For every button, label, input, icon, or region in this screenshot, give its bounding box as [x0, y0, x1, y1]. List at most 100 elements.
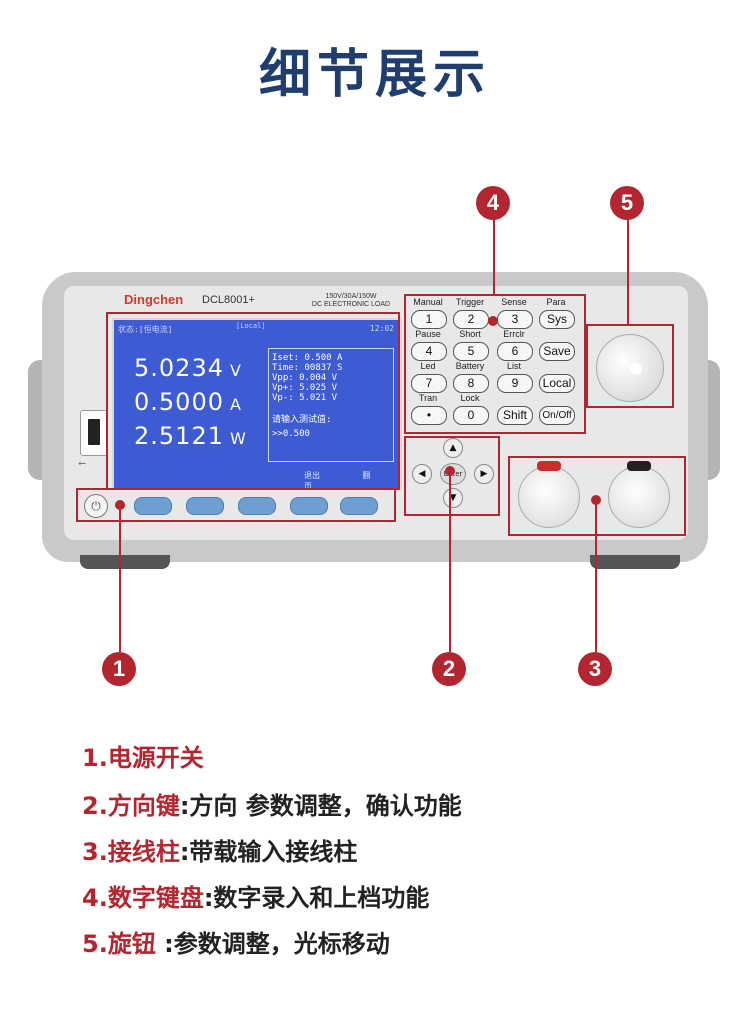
legend-desc: :带载输入接线柱	[179, 838, 358, 866]
key-9[interactable]: 9	[497, 374, 533, 393]
callout-badge-4: 4	[476, 186, 510, 220]
soft-button-2[interactable]	[186, 497, 224, 515]
info-line: Vp-: 5.021 V	[272, 393, 338, 403]
arrow-up-icon[interactable]: ▲	[443, 438, 463, 458]
terminal-negative[interactable]	[608, 461, 670, 528]
voltage-unit: V	[229, 361, 242, 380]
key-label-list: List	[506, 361, 521, 371]
screen-status-bar: 状态:[恒电流] [Local] 12:02	[118, 322, 396, 336]
key-4[interactable]: 4	[411, 342, 447, 361]
key-sys[interactable]: Sys	[539, 310, 575, 329]
soft-button-3[interactable]	[238, 497, 276, 515]
voltage-value: 5.0234	[134, 354, 224, 382]
current-unit: A	[229, 395, 242, 414]
key-local[interactable]: Local	[539, 374, 575, 393]
terminal-negative-cap	[627, 461, 651, 471]
spec-line-2: DC ELECTRONIC LOAD	[311, 301, 391, 308]
key-dot[interactable]: •	[411, 406, 447, 425]
key-label-pause: Pause	[415, 329, 441, 339]
legend-item-5: 5.旋钮 :参数调整，光标移动	[82, 924, 390, 959]
key-save[interactable]: Save	[539, 342, 575, 361]
terminal-positive[interactable]	[518, 461, 580, 528]
callout-badge-1: 1	[102, 652, 136, 686]
callout-line-4	[493, 218, 495, 294]
callout-badge-2: 2	[432, 652, 466, 686]
power-reading: 2.5121 W	[134, 422, 247, 450]
key-label-battery: Battery	[455, 361, 485, 371]
callout-box-dpad	[404, 436, 500, 516]
legend-item-4: 4.数字键盘:数字录入和上档功能	[82, 878, 429, 913]
legend-item-1: 1.电源开关	[82, 738, 204, 773]
info-line: Iset: 0.500 A	[272, 353, 343, 363]
device-foot-left	[80, 555, 170, 569]
soft-button-4[interactable]	[290, 497, 328, 515]
key-8[interactable]: 8	[453, 374, 489, 393]
key-7[interactable]: 7	[411, 374, 447, 393]
model-label: DCL8001+	[202, 294, 255, 306]
legend-label: 4.数字键盘	[82, 884, 204, 912]
callout-box-knob	[586, 324, 674, 408]
callout-dot-2	[445, 466, 455, 476]
callout-box-keypad	[404, 294, 586, 434]
brand-logo: Dingchen	[124, 292, 184, 307]
key-1[interactable]: 1	[411, 310, 447, 329]
page-title: 细节展示	[258, 45, 491, 105]
legend-desc: :参数调整，光标移动	[164, 930, 390, 958]
power-icon: ⏻	[91, 499, 101, 513]
info-line: Vpp: 0.004 V	[272, 373, 338, 383]
key-label-lock: Lock	[460, 393, 480, 403]
key-label-trigger: Trigger	[455, 297, 485, 307]
usb-icon: ⭠	[78, 458, 86, 469]
key-label-led: Led	[420, 361, 436, 371]
key-0[interactable]: 0	[453, 406, 489, 425]
device-foot-right	[590, 555, 680, 569]
callout-line-3	[595, 503, 597, 652]
key-label-manual: Manual	[413, 297, 443, 307]
softkey-next-label: 翻页	[304, 471, 371, 491]
key-label-para: Para	[546, 297, 566, 307]
key-5[interactable]: 5	[453, 342, 489, 361]
legend-label: 1.电源开关	[82, 744, 204, 772]
input-prompt: 请输入测试值:	[272, 415, 332, 425]
callout-dot-1	[115, 500, 125, 510]
key-6[interactable]: 6	[497, 342, 533, 361]
arrow-right-icon[interactable]: ▶	[474, 464, 494, 484]
key-label-sense: Sense	[501, 297, 527, 307]
callout-box-screen	[106, 312, 400, 490]
input-value: >>0.500	[272, 429, 310, 439]
spec-label: 150V/30A/150W DC ELECTRONIC LOAD	[296, 293, 406, 309]
terminal-positive-cap	[537, 461, 561, 471]
soft-button-1[interactable]	[134, 497, 172, 515]
callout-dot-4	[488, 316, 498, 326]
legend-label: 3.接线柱	[82, 838, 180, 866]
rotary-knob[interactable]	[596, 334, 664, 402]
power-unit: W	[229, 429, 247, 448]
key-on-off[interactable]: On/Off	[539, 406, 575, 425]
key-label-tran: Tran	[418, 393, 438, 403]
callout-line-5	[627, 218, 629, 324]
legend-item-3: 3.接线柱:带载输入接线柱	[82, 832, 357, 867]
power-button[interactable]: ⏻	[84, 494, 108, 518]
key-label-errclr: Errclr	[503, 329, 525, 339]
info-line: Vp+: 5.025 V	[272, 383, 338, 393]
softkey-exit-label: 退出	[304, 471, 320, 480]
callout-dot-3	[591, 495, 601, 505]
arrow-down-icon[interactable]: ▼	[443, 488, 463, 508]
key-label-short: Short	[459, 329, 481, 339]
key-shift[interactable]: Shift	[497, 406, 533, 425]
voltage-reading: 5.0234 V	[134, 354, 242, 382]
legend-label: 2.方向键	[82, 792, 180, 820]
current-reading: 0.5000 A	[134, 388, 242, 416]
soft-button-5[interactable]	[340, 497, 378, 515]
power-value: 2.5121	[134, 422, 224, 450]
legend-label: 5.旋钮	[82, 930, 165, 958]
arrow-left-icon[interactable]: ◀	[412, 464, 432, 484]
lcd-screen: 状态:[恒电流] [Local] 12:02 5.0234 V 0.5000 A 2…	[112, 318, 402, 491]
legend-desc: :方向 参数调整，确认功能	[179, 792, 462, 820]
usb-port[interactable]	[80, 410, 108, 456]
screen-clock: 12:02	[369, 324, 394, 333]
legend-desc: :数字录入和上档功能	[203, 884, 430, 912]
callout-box-terminals	[508, 456, 686, 536]
current-value: 0.5000	[134, 388, 224, 416]
info-line: Time: 00837 S	[272, 363, 343, 373]
